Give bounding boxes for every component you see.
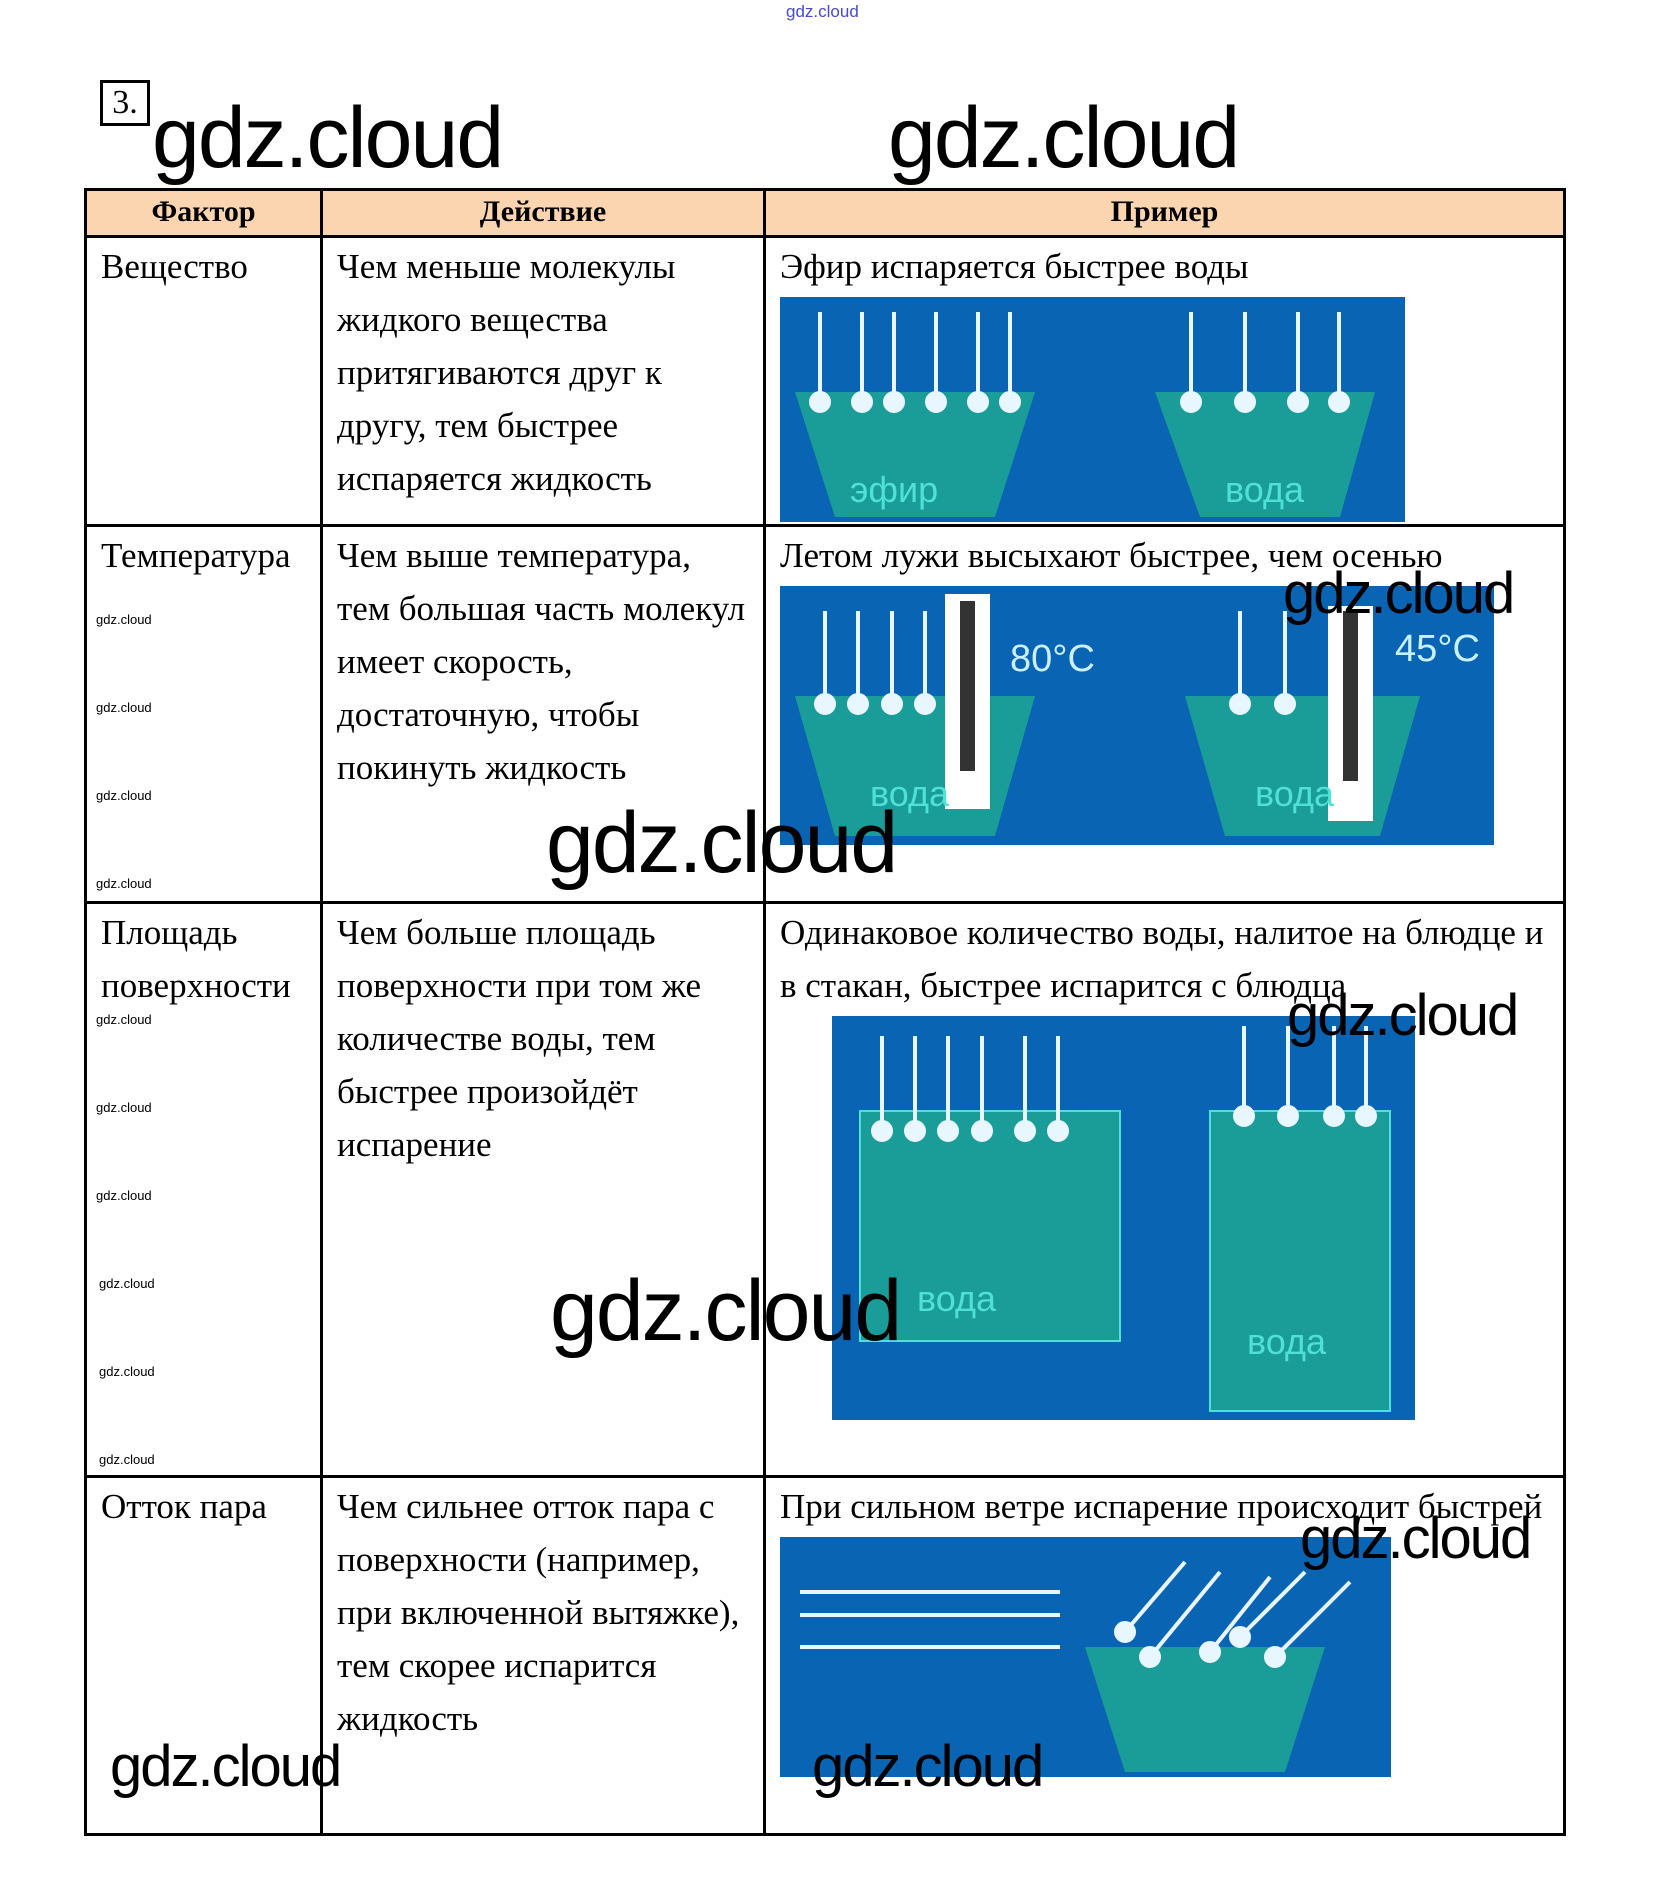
header-factor: Фактор [84,188,323,238]
small-watermark: gdz.cloud [96,1188,152,1203]
example-text: Эфир испаряется быстрее воды [780,247,1249,286]
wind-illustration [780,1537,1391,1777]
ether-water-illustration: эфир вода [780,297,1405,522]
small-watermark: gdz.cloud [99,1452,155,1467]
watermark: gdz.cloud [1300,1506,1532,1571]
example-cell: Летом лужи высыхают быстрее, чем осенью … [763,524,1566,904]
watermark: gdz.cloud [550,1263,902,1359]
example-cell: При сильном ветре испарение происходит б… [763,1475,1566,1836]
example-text: Летом лужи высыхают быстрее, чем осенью [780,536,1443,575]
example-text: Одинаковое количество воды, налитое на б… [780,913,1544,1005]
action-cell: Чем сильнее отток пара с поверхности (на… [320,1475,766,1836]
label-water: вода [1255,773,1335,814]
evaporation-factors-table: Фактор Действие Пример Вещество Чем мень… [84,188,1566,1836]
example-cell: Одинаковое количество воды, налитое на б… [763,901,1566,1478]
watermark: gdz.cloud [888,90,1240,186]
label-water: вода [917,1278,997,1319]
label-water: вода [870,773,950,814]
small-watermark: gdz.cloud [96,788,152,803]
table-row: Площадь поверхности Чем больше площадь п… [84,901,1566,1478]
watermark: gdz.cloud [152,90,504,186]
header-example: Пример [763,188,1566,238]
small-watermark: gdz.cloud [96,1100,152,1115]
surface-area-illustration: вода вода [832,1016,1415,1420]
table-row: Вещество Чем меньше молекулы жидкого вещ… [84,235,1566,527]
small-watermark: gdz.cloud [96,1012,152,1027]
small-watermark: gdz.cloud [96,612,152,627]
label-ether: эфир [850,469,938,510]
action-cell: Чем меньше молекулы жидкого вещества при… [320,235,766,527]
small-watermark: gdz.cloud [96,876,152,891]
watermark: gdz.cloud [812,1734,1044,1799]
temp-80: 80°C [1010,638,1095,680]
header-action: Действие [320,188,766,238]
example-text: При сильном ветре испарение происходит б… [780,1487,1543,1526]
watermark: gdz.cloud [1283,561,1515,626]
watermark: gdz.cloud [546,795,898,891]
watermark: gdz.cloud [1287,983,1519,1048]
action-cell: Чем больше площадь поверхности при том ж… [320,901,766,1478]
label-water: вода [1225,469,1305,510]
factor-text: Температура [101,536,291,575]
label-water: вода [1247,1321,1327,1362]
table-row: Температура Чем выше температура, тем бо… [84,524,1566,904]
small-watermark: gdz.cloud [99,1364,155,1379]
temperature-illustration: 80°C 45°C вода вода [780,586,1494,845]
factor-cell: Отток пара [84,1475,323,1836]
temp-45: 45°C [1395,628,1480,670]
watermark: gdz.cloud [110,1734,342,1799]
table-row: Отток пара Чем сильнее отток пара с пове… [84,1475,1566,1836]
factor-cell: Температура [84,524,323,904]
top-watermark: gdz.cloud [786,2,859,21]
factor-cell: Вещество [84,235,323,527]
small-watermark: gdz.cloud [96,700,152,715]
example-cell: Эфир испаряется быстрее воды эфир вода [763,235,1566,527]
task-number: 3. [100,80,150,126]
small-watermark: gdz.cloud [99,1276,155,1291]
factor-cell: Площадь поверхности [84,901,323,1478]
action-cell: Чем выше температура, тем большая часть … [320,524,766,904]
